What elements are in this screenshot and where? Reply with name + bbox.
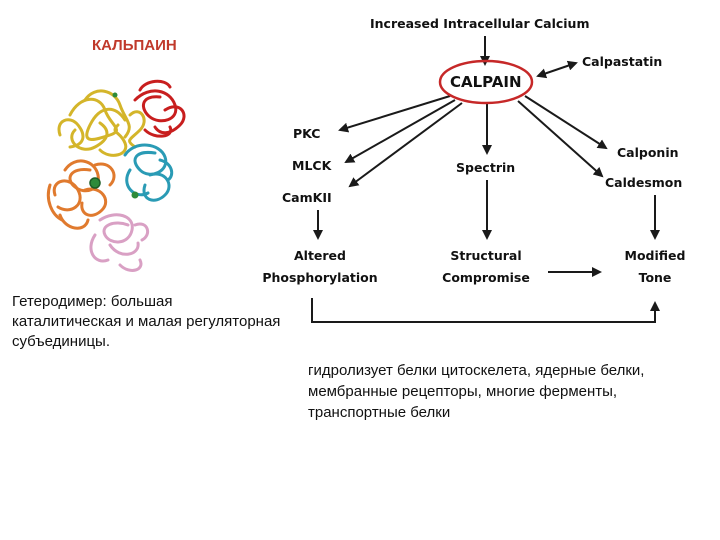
node-calpain: CALPAIN xyxy=(450,73,522,91)
node-calpastatin: Calpastatin xyxy=(582,54,663,69)
structural-line-1: Structural xyxy=(450,248,522,263)
node-pkc: PKC xyxy=(293,126,321,141)
node-mlck: MLCK xyxy=(292,158,332,173)
node-calponin: Calponin xyxy=(617,145,679,160)
hydrolysis-caption: гидролизует белки цитоскелета, ядерные б… xyxy=(308,362,645,421)
node-spectrin: Spectrin xyxy=(456,160,516,175)
node-modified-tone: Modified Tone xyxy=(612,248,698,286)
arrow-calpain-calpastatin xyxy=(536,60,578,79)
heterodimer-caption: Гетеродимер: большая каталитическая и ма… xyxy=(12,293,281,350)
arrow-calpain-to-caldesmon xyxy=(517,100,604,178)
arrow-calpain-to-mlck xyxy=(344,99,456,163)
node-increased-calcium: Increased Intracellular Calcium xyxy=(370,16,590,31)
arrow-calpain-to-pkc xyxy=(338,95,451,133)
node-camkii: CamKII xyxy=(282,190,332,205)
node-caldesmon: Caldesmon xyxy=(605,175,683,190)
arrow-calpain-to-calponin xyxy=(524,95,608,150)
structural-line-2: Compromise xyxy=(442,270,530,285)
page-title: КАЛЬПАИН xyxy=(92,37,177,54)
calpain-highlight-ellipse xyxy=(438,59,534,105)
arrow-altered-to-modified xyxy=(311,298,660,323)
altered-line-1: Altered xyxy=(293,248,346,263)
node-structural-compromise: Structural Compromise xyxy=(430,248,542,286)
arrow-calpain-to-camkii xyxy=(348,102,463,188)
modified-line-1: Modified xyxy=(624,248,686,263)
node-altered-phosphorylation: Altered Phosphorylation xyxy=(258,248,382,286)
calpain-structure-image xyxy=(46,79,186,272)
modified-line-2: Tone xyxy=(638,270,672,285)
altered-line-2: Phosphorylation xyxy=(262,270,378,285)
